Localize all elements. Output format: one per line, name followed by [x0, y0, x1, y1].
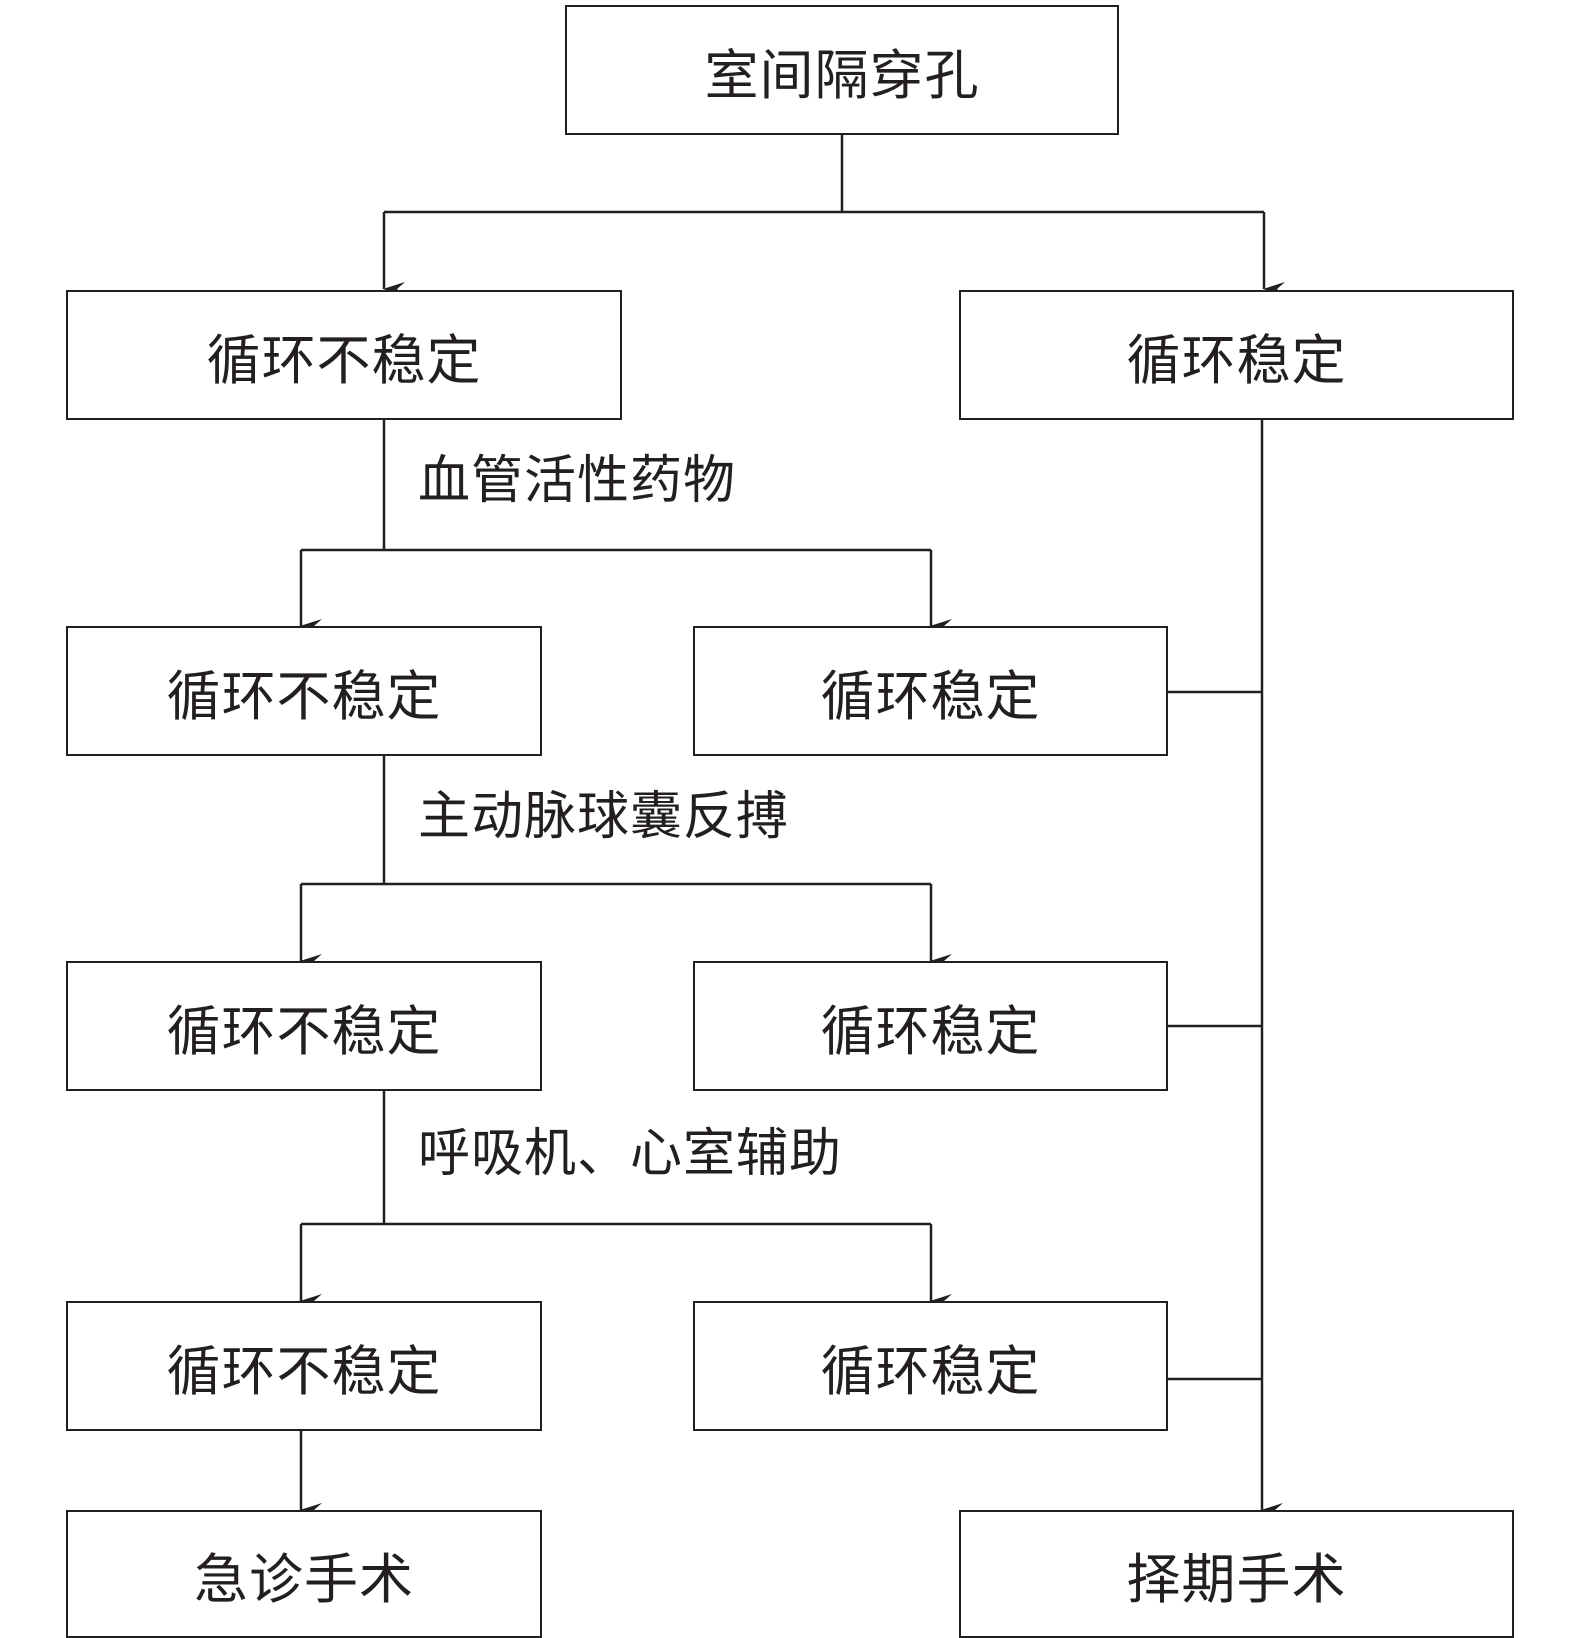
node-emergency-surgery: 急诊手术	[66, 1510, 542, 1638]
node-elective-surgery: 择期手术	[959, 1510, 1514, 1638]
edge-label-iabp: 主动脉球囊反搏	[418, 787, 790, 847]
edge-label-vasoactive-drugs: 血管活性药物	[418, 451, 737, 511]
node-stable-4: 循环稳定	[693, 1301, 1168, 1431]
node-unstable-3: 循环不稳定	[66, 961, 542, 1091]
node-unstable-2: 循环不稳定	[66, 626, 542, 756]
node-unstable-4: 循环不稳定	[66, 1301, 542, 1431]
node-stable-1: 循环稳定	[959, 290, 1514, 420]
node-stable-3: 循环稳定	[693, 961, 1168, 1091]
node-stable-2: 循环稳定	[693, 626, 1168, 756]
edge-label-ventilator-vad: 呼吸机、心室辅助	[418, 1124, 843, 1184]
node-root: 室间隔穿孔	[565, 5, 1119, 135]
node-unstable-1: 循环不稳定	[66, 290, 622, 420]
